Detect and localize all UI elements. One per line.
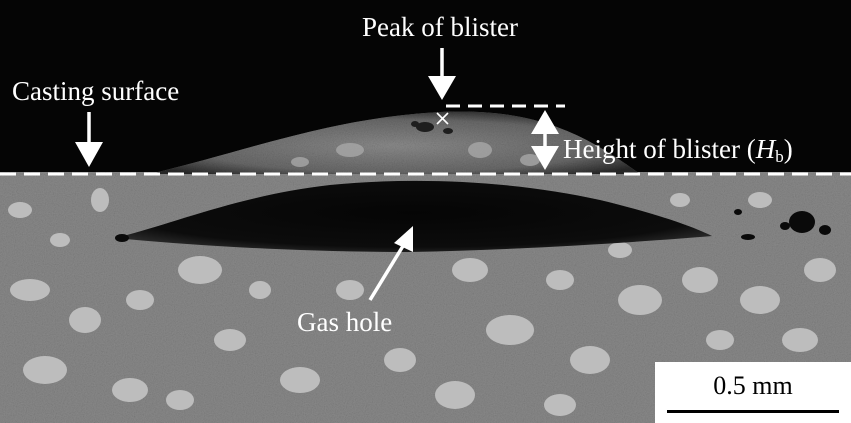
height-of-blister-label: Height of blister (Hb) xyxy=(563,134,793,166)
casting-surface-arrow xyxy=(75,112,103,167)
height-label-prefix: Height of blister ( xyxy=(563,134,756,164)
peak-arrow xyxy=(428,48,456,100)
height-label-suffix: ) xyxy=(783,134,793,164)
gas-hole-label: Gas hole xyxy=(297,307,393,337)
dome-light-particles xyxy=(291,142,540,167)
height-subscript: b xyxy=(775,147,784,166)
dome-particles xyxy=(411,121,453,134)
height-symbol: H xyxy=(755,134,776,164)
gas-hole xyxy=(115,180,712,252)
alloy-particles xyxy=(8,188,836,416)
scale-bar-box: 0.5 mm xyxy=(655,362,851,423)
scale-bar xyxy=(667,410,839,413)
gas-hole-arrow xyxy=(368,226,413,301)
height-double-arrow xyxy=(531,110,559,170)
pores xyxy=(115,209,831,242)
blister-dome xyxy=(150,111,640,174)
scale-bar-label: 0.5 mm xyxy=(713,371,793,400)
casting-surface-label: Casting surface xyxy=(12,76,180,106)
peak-marker-x xyxy=(436,112,449,125)
peak-of-blister-label: Peak of blister xyxy=(362,12,518,42)
